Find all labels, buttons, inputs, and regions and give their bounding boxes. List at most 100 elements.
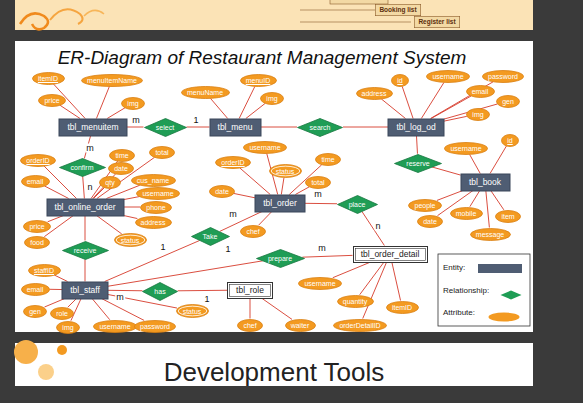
ellipse-shape: [299, 277, 342, 289]
connector: [124, 197, 140, 200]
attribute-ellipse: address: [356, 87, 393, 100]
attribute-ellipse: gen: [23, 305, 47, 318]
cardinality: n: [86, 183, 93, 192]
main-slide: [15, 41, 533, 332]
rect-shape: [414, 16, 459, 27]
connector: [470, 154, 481, 173]
node-label: password: [140, 323, 170, 330]
node-label: tbl_book: [469, 178, 501, 187]
ellipse-shape: [176, 305, 208, 318]
decor-swirl: [20, 13, 48, 29]
node-label: tbl_menuitem: [67, 123, 118, 132]
entity-box: tbl_log_od: [388, 119, 444, 136]
node-label: quantity: [343, 298, 368, 305]
attribute-ellipse: chef: [237, 319, 263, 332]
attribute-ellipse: username: [298, 277, 342, 290]
ellipse-shape: [483, 70, 524, 82]
connector: [295, 187, 309, 195]
ellipse-shape: [418, 215, 443, 227]
rect-shape: [255, 195, 305, 212]
connector: [363, 263, 387, 319]
node-label: staffID: [34, 267, 54, 274]
connector: [432, 167, 461, 175]
connector: [127, 127, 144, 128]
connector: [491, 191, 504, 210]
node-label: menuName: [187, 89, 223, 96]
node-label: address: [362, 90, 387, 97]
decor-circle: [38, 364, 54, 380]
key-attribute-ellipse: itemID: [32, 72, 65, 85]
entity-box: tbl_menu: [210, 119, 261, 136]
cardinality: m: [85, 144, 95, 153]
ellipse-shape: [392, 74, 409, 86]
node-label: total: [155, 149, 168, 156]
weak-entity-box: tbl_order_detail: [353, 246, 428, 263]
node-label: date: [114, 165, 128, 172]
node-label: email: [27, 178, 44, 185]
relationship-diamond: place: [337, 195, 378, 214]
attribute-ellipse: people: [408, 199, 442, 212]
attribute-ellipse: chef: [240, 225, 266, 238]
inner-ring: [271, 166, 300, 176]
connector: [102, 299, 145, 321]
cut-list-box: [330, 0, 388, 4]
node-label: reserve: [406, 160, 429, 167]
relationship-diamond: confirm: [59, 158, 106, 177]
node-label: Take: [203, 233, 218, 240]
legend-shape: [500, 290, 522, 300]
connector: [259, 212, 272, 226]
ellipse-shape: [496, 210, 521, 222]
connector: [302, 255, 352, 257]
node-label: mobile: [456, 210, 477, 217]
node-label: gen: [502, 98, 514, 105]
node-label: username: [304, 280, 335, 287]
key-attribute-ellipse: id: [391, 74, 409, 87]
entity-box: tbl_book: [461, 174, 510, 191]
node-label: itemID: [38, 75, 58, 82]
ellipse-shape: [181, 86, 229, 98]
attribute-ellipse: password: [482, 70, 524, 83]
connector: [490, 146, 506, 174]
node-label: time: [115, 152, 128, 159]
attribute-ellipse: cus_name: [131, 174, 176, 187]
attribute-ellipse: menuName: [181, 86, 230, 99]
ellipse-shape: [135, 216, 171, 228]
connector: [246, 103, 265, 118]
key-attribute-ellipse: orderID: [215, 156, 251, 169]
node-label: people: [414, 202, 435, 209]
node-label: message: [476, 231, 504, 238]
node-label: prepare: [268, 255, 292, 262]
connector: [97, 216, 122, 234]
ellipse-shape: [131, 174, 175, 186]
node-label: chef: [243, 322, 256, 329]
ellipse-shape: [25, 236, 50, 248]
diamond-shape: [143, 282, 178, 300]
ellipse-shape: [269, 165, 301, 178]
ellipse-shape: [334, 319, 387, 331]
legend-sample: [500, 286, 522, 296]
ellipse-shape: [82, 74, 143, 86]
node-label: date: [215, 188, 229, 195]
diamond-shape: [59, 158, 105, 176]
entity-box: tbl_online_order: [47, 199, 124, 216]
connector: [281, 178, 284, 195]
entity-box: tbl_menuitem: [59, 119, 127, 136]
rect-shape: [353, 246, 427, 262]
node-label: status: [183, 308, 202, 315]
next-slide-heading: Development Tools: [164, 359, 385, 385]
attribute-ellipse: email: [21, 175, 50, 188]
connector: [124, 215, 138, 218]
node-label: username: [249, 144, 280, 151]
attribute-ellipse: email: [466, 85, 495, 98]
node-label: email: [27, 286, 44, 293]
attribute-ellipse: time: [315, 153, 341, 166]
attribute-ellipse: username: [93, 320, 137, 333]
node-label: date: [423, 218, 437, 225]
attribute-ellipse: email: [21, 283, 50, 296]
attribute-ellipse: menuItemName: [81, 74, 143, 87]
relationship-diamond: receive: [62, 241, 109, 260]
list-box: Booking list: [375, 4, 421, 16]
attribute-ellipse: total: [305, 176, 331, 189]
connector: [44, 186, 68, 199]
entity-box: tbl_order: [255, 195, 305, 212]
